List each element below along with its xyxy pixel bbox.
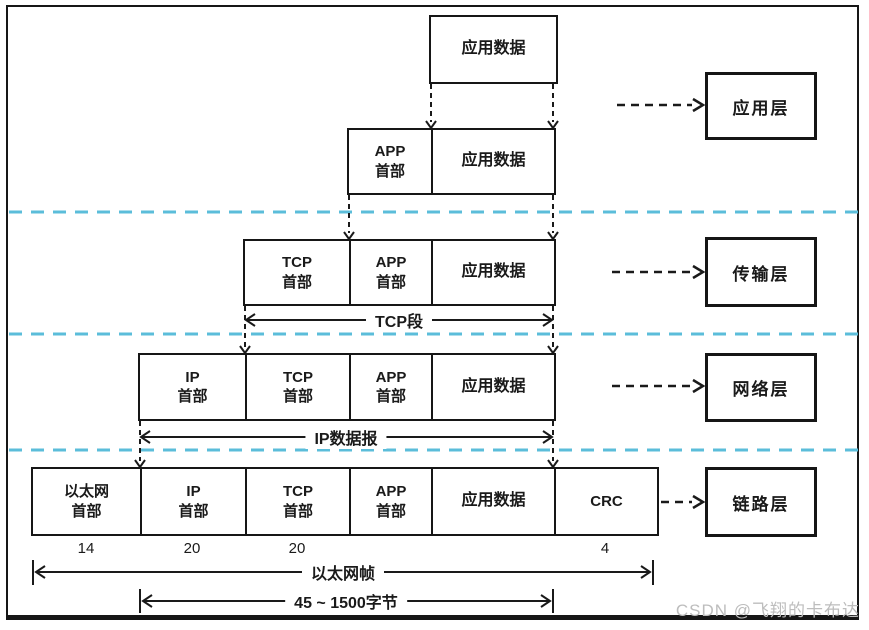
ip-header-line1: IP <box>185 368 200 386</box>
down-arrow-icon <box>547 231 559 241</box>
layer-pointer-arrows <box>612 97 706 510</box>
right-arrow-icon <box>542 430 554 444</box>
application-layer-label: 应用层 <box>732 98 790 118</box>
row-application-data: 应用数据 <box>429 15 558 84</box>
app-header-cell: APP 首部 <box>349 355 431 419</box>
app-data-label: 应用数据 <box>461 492 526 510</box>
down-arrow-icon <box>547 345 559 355</box>
eth-header-line2: 首部 <box>71 502 102 520</box>
tcp-header-cell: TCP 首部 <box>245 355 349 419</box>
ip-header-line1: IP <box>186 483 201 500</box>
transport-layer-label: 传输层 <box>732 264 790 284</box>
app-data-cell: 应用数据 <box>431 130 554 193</box>
csdn-watermark: CSDN @飞翔的卡布达 <box>675 601 860 620</box>
tcp-header-line2: 首部 <box>281 273 312 291</box>
network-layer-label: 网络层 <box>732 380 790 399</box>
app-header-line1: APP <box>374 143 406 160</box>
app-data-cell: 应用数据 <box>431 355 554 419</box>
app-data-cell: 应用数据 <box>431 17 556 82</box>
layer-box-link: 链路层 <box>705 467 817 537</box>
outer-frame <box>6 5 859 620</box>
ip-header-cell: IP 首部 <box>140 469 245 534</box>
tcp-header-cell: TCP 首部 <box>245 469 349 534</box>
right-arrow-icon <box>692 378 706 394</box>
app-data-cell: 应用数据 <box>431 469 554 534</box>
app-data-label: 应用数据 <box>461 263 526 281</box>
crc-label: CRC <box>590 492 623 510</box>
app-header-line2: 首部 <box>375 502 406 520</box>
app-data-label: 应用数据 <box>461 40 526 58</box>
payload-range-label: 45 ~ 1500字节 <box>285 589 407 613</box>
encapsulation-connectors <box>134 84 559 469</box>
eth-header-line1: 以太网 <box>63 483 109 500</box>
eth-header-cell: 以太网 首部 <box>33 469 140 534</box>
down-arrow-icon <box>547 459 559 469</box>
layer-box-application: 应用层 <box>705 72 817 140</box>
right-arrow-icon <box>692 494 706 510</box>
app-data-label: 应用数据 <box>461 377 526 395</box>
ip-header-line2: 首部 <box>178 502 209 520</box>
app-header-line2: 首部 <box>375 273 406 291</box>
ip-header-line2: 首部 <box>177 388 208 405</box>
right-arrow-icon <box>640 565 652 579</box>
right-arrow-icon <box>542 313 554 327</box>
layer-separator-lines <box>9 210 859 452</box>
tcp-header-bytes: 20 <box>288 540 306 557</box>
right-arrow-icon <box>540 594 552 608</box>
app-header-line1: APP <box>375 254 407 271</box>
down-arrow-icon <box>239 345 251 355</box>
row-ip-datagram: IP 首部 TCP 首部 APP 首部 应用数据 <box>138 353 556 421</box>
app-data-label: 应用数据 <box>461 152 526 170</box>
right-arrow-icon <box>692 97 706 113</box>
link-layer-label: 链路层 <box>732 494 790 514</box>
ethernet-frame-label: 以太网帧 <box>301 560 385 584</box>
row-ethernet-frame: 以太网 首部 IP 首部 TCP 首部 APP 首部 应用数据 CRC <box>31 467 659 536</box>
tcp-header-line1: TCP <box>282 254 312 271</box>
layer-box-transport: 传输层 <box>705 237 817 307</box>
tcp-header-line2: 首部 <box>282 502 313 520</box>
tcp-header-line1: TCP <box>283 483 313 500</box>
down-arrow-icon <box>343 231 355 241</box>
app-header-line2: 首部 <box>374 162 405 180</box>
app-data-cell: 应用数据 <box>431 241 554 304</box>
app-header-line2: 首部 <box>375 388 406 405</box>
tcp-header-cell: TCP 首部 <box>245 241 349 304</box>
app-header-cell: APP 首部 <box>349 241 431 304</box>
crc-bytes: 4 <box>600 540 610 557</box>
ip-datagram-label: IP数据报 <box>305 425 387 449</box>
down-arrow-icon <box>425 120 437 130</box>
row-app-layer-pdu: APP 首部 应用数据 <box>347 128 556 195</box>
tcp-header-line2: 首部 <box>282 388 313 405</box>
app-header-cell: APP 首部 <box>349 130 431 193</box>
app-header-line1: APP <box>375 483 407 500</box>
right-arrow-icon <box>692 264 706 280</box>
tcp-segment-label: TCP段 <box>365 308 433 332</box>
down-arrow-icon <box>134 459 146 469</box>
app-header-line1: APP <box>375 368 407 386</box>
ip-header-cell: IP 首部 <box>140 355 245 419</box>
tcp-header-line1: TCP <box>283 368 313 386</box>
app-header-cell: APP 首部 <box>349 469 431 534</box>
crc-cell: CRC <box>554 469 657 534</box>
row-tcp-segment: TCP 首部 APP 首部 应用数据 <box>243 239 556 306</box>
layer-box-network: 网络层 <box>705 353 817 422</box>
eth-header-bytes: 14 <box>77 540 95 557</box>
down-arrow-icon <box>547 120 559 130</box>
ip-header-bytes: 20 <box>183 540 201 557</box>
